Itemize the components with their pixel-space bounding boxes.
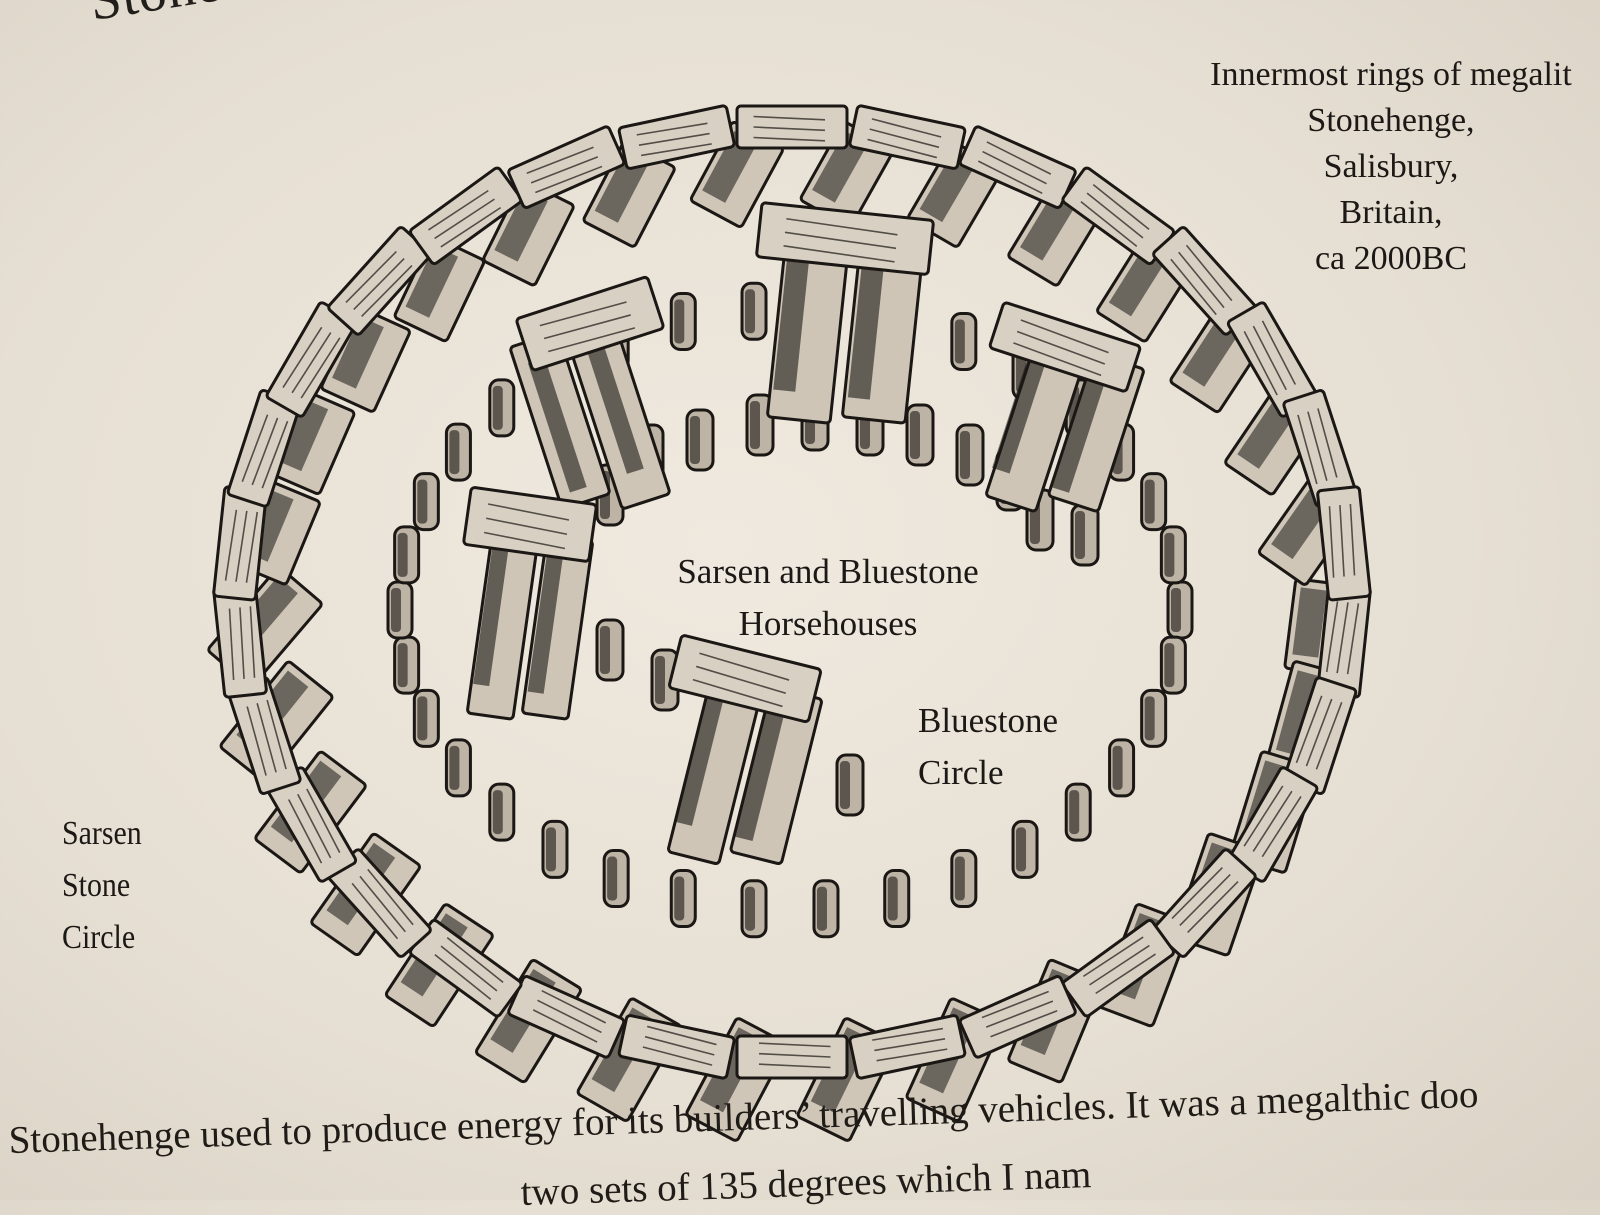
label-line: Horsehouses bbox=[638, 598, 1018, 650]
stone-shadow bbox=[493, 790, 503, 834]
stone-shadow bbox=[1069, 790, 1079, 834]
stone-shadow bbox=[398, 533, 408, 577]
caption-line: Stonehenge, bbox=[1176, 98, 1600, 144]
stone-shadow bbox=[674, 299, 684, 343]
stone-shadow bbox=[493, 386, 503, 430]
stone-shadow bbox=[745, 887, 755, 931]
stone-shadow bbox=[449, 430, 459, 474]
trilithons-label: Sarsen and Bluestone Horsehouses bbox=[638, 546, 1018, 650]
stone-shadow bbox=[1016, 827, 1026, 871]
stone-shadow bbox=[1075, 511, 1085, 559]
label-line: Circle bbox=[62, 912, 142, 964]
stone-shadow bbox=[960, 431, 970, 479]
stone-shadow bbox=[750, 401, 760, 449]
stone-shadow bbox=[449, 746, 459, 790]
stone-shadow bbox=[1164, 533, 1174, 577]
stone-shadow bbox=[607, 857, 617, 901]
label-line: Sarsen and Bluestone bbox=[638, 546, 1018, 598]
stone-shadow bbox=[840, 761, 850, 809]
stone-shadow bbox=[1145, 696, 1155, 740]
stone-shadow bbox=[417, 696, 427, 740]
stone-shadow bbox=[600, 626, 610, 674]
stone-shadow bbox=[955, 319, 965, 363]
label-line: Stone bbox=[62, 860, 142, 912]
sarsen-circle-label: Sarsen Stone Circle bbox=[62, 808, 142, 964]
label-line: Bluestone bbox=[918, 695, 1058, 747]
stone-shadow bbox=[391, 588, 401, 632]
stone-shadow bbox=[1171, 588, 1181, 632]
stone-shadow bbox=[690, 416, 700, 464]
stone-shadow bbox=[1164, 643, 1174, 687]
stone-shadow bbox=[745, 289, 755, 333]
caption-line: Britain, bbox=[1176, 190, 1600, 236]
stone-shadow bbox=[398, 643, 408, 687]
stone-shadow bbox=[546, 827, 556, 871]
stone-shadow bbox=[910, 411, 920, 459]
stone-shadow bbox=[417, 480, 427, 524]
stone-shadow bbox=[655, 656, 665, 704]
stone-shadow bbox=[1145, 480, 1155, 524]
stone-shadow bbox=[955, 857, 965, 901]
caption-line: Salisbury, bbox=[1176, 144, 1600, 190]
label-line: Sarsen bbox=[62, 808, 142, 860]
caption-line: Innermost rings of megalit bbox=[1176, 52, 1600, 98]
label-line: Circle bbox=[918, 747, 1058, 799]
stone-shadow bbox=[817, 887, 827, 931]
caption-line: ca 2000BC bbox=[1176, 236, 1600, 282]
bluestone-circle-label: Bluestone Circle bbox=[918, 695, 1058, 799]
stone-shadow bbox=[888, 877, 898, 921]
stone-shadow bbox=[1113, 746, 1123, 790]
figure-caption: Innermost rings of megalit Stonehenge, S… bbox=[1176, 52, 1600, 282]
stone-shadow bbox=[674, 877, 684, 921]
